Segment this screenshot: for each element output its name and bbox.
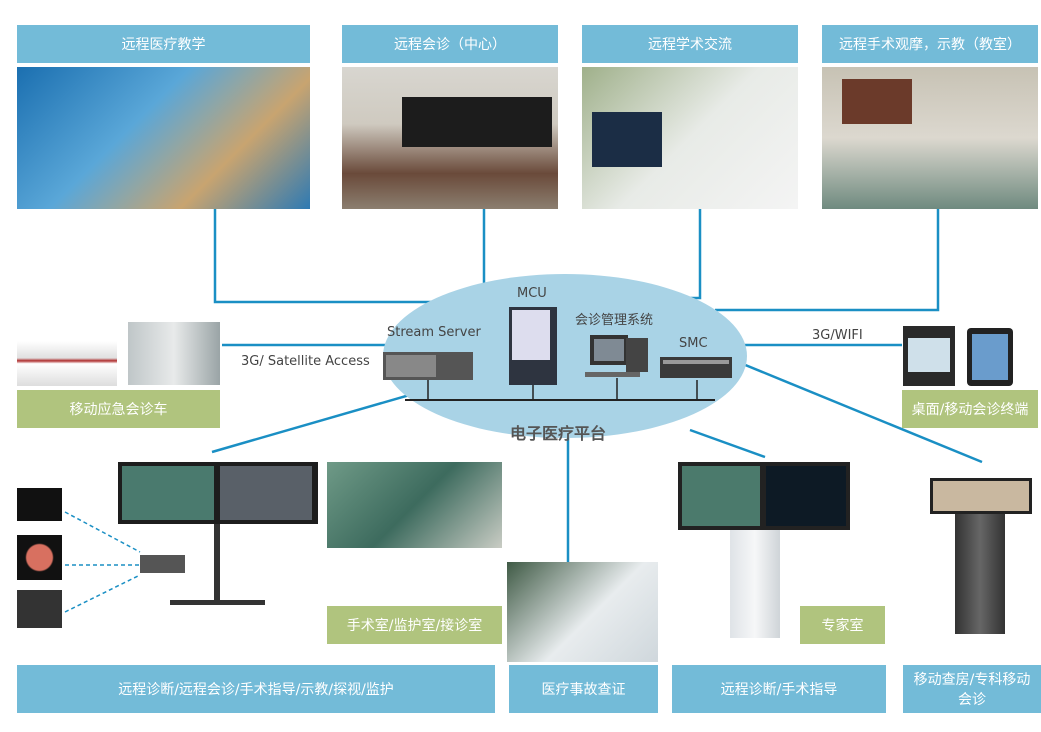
wifi-link-label: 3G/WIFI bbox=[812, 328, 863, 343]
bottom-surgery-guidance: 远程诊断/手术指导 bbox=[672, 665, 886, 713]
bottom-accident-review: 医疗事故查证 bbox=[509, 665, 658, 713]
encoder-box bbox=[140, 555, 185, 573]
ambulance-photo bbox=[17, 330, 117, 386]
tablet-photo bbox=[967, 328, 1013, 386]
teaching-photo bbox=[17, 67, 310, 209]
monitor-thumb-3 bbox=[17, 590, 62, 628]
management-system-label: 会诊管理系统 bbox=[575, 313, 654, 328]
link-mobile bbox=[737, 360, 983, 464]
expert-room-label: 专家室 bbox=[800, 606, 885, 644]
expert-stand bbox=[730, 530, 780, 638]
link-expert bbox=[689, 428, 766, 459]
smc-icon bbox=[660, 357, 732, 378]
expert-dual-screen bbox=[678, 462, 850, 530]
stream-server-icon bbox=[383, 352, 473, 380]
accident-review-photo bbox=[507, 562, 658, 662]
header-teaching: 远程医疗教学 bbox=[17, 25, 310, 63]
operating-room-photo bbox=[327, 462, 502, 548]
stream-server-label: Stream Server bbox=[387, 325, 481, 340]
desktop-terminal-photo bbox=[903, 326, 955, 386]
academic-exchange-photo bbox=[582, 67, 798, 209]
header-consultation: 远程会诊（中心） bbox=[342, 25, 558, 63]
computer-icon bbox=[585, 335, 648, 377]
platform-title: 电子医疗平台 bbox=[510, 424, 607, 443]
mobile-cart-screen bbox=[930, 478, 1032, 514]
dashed-arrows bbox=[64, 511, 141, 613]
monitor-thumb-2 bbox=[17, 535, 62, 580]
ambulance-label: 移动应急会诊车 bbox=[17, 390, 220, 428]
link-or bbox=[211, 390, 421, 454]
bottom-remote-diagnosis: 远程诊断/远程会诊/手术指导/示教/探视/监护 bbox=[17, 665, 495, 713]
header-surgery: 远程手术观摩，示教（教室） bbox=[822, 25, 1038, 63]
cart-pole bbox=[214, 524, 220, 604]
bottom-mobile-rounds: 移动查房/专科移动会诊 bbox=[903, 665, 1041, 713]
conference-room-photo bbox=[342, 67, 558, 209]
link-teaching bbox=[213, 209, 450, 304]
operating-room-label: 手术室/监护室/接诊室 bbox=[327, 606, 502, 644]
surgery-observation-photo bbox=[822, 67, 1038, 209]
mcu-label: MCU bbox=[517, 286, 547, 301]
dual-screen-cart bbox=[118, 462, 318, 524]
cart-base bbox=[170, 600, 265, 605]
monitor-thumb-1 bbox=[17, 488, 62, 521]
mobile-cart-body bbox=[955, 514, 1005, 634]
link-surgery bbox=[715, 209, 940, 312]
terminal-label: 桌面/移动会诊终端 bbox=[902, 390, 1038, 428]
satellite-link-label: 3G/ Satellite Access bbox=[241, 354, 370, 369]
header-academic: 远程学术交流 bbox=[582, 25, 798, 63]
smc-label: SMC bbox=[679, 336, 708, 351]
platform-ellipse bbox=[383, 274, 747, 438]
mcu-icon bbox=[509, 307, 557, 385]
ambulance-interior-photo bbox=[128, 322, 220, 385]
